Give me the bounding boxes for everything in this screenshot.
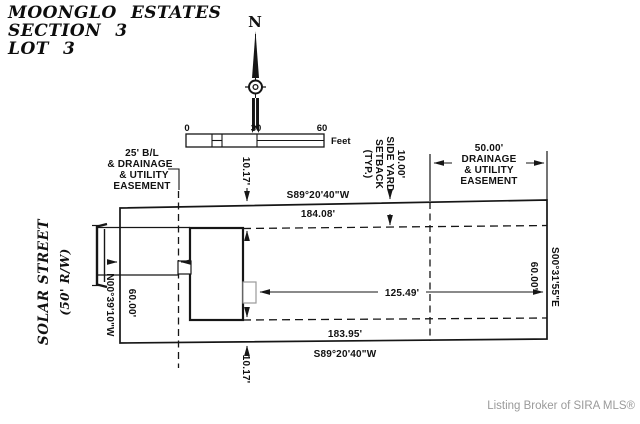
west-bearing-label: N00°39'10"W bbox=[104, 273, 115, 337]
driveway bbox=[96, 226, 191, 276]
north-arrow-icon: N bbox=[245, 13, 266, 133]
bl-line1: 25' B/L bbox=[125, 148, 159, 159]
rear-easement-line4: EASEMENT bbox=[460, 176, 517, 187]
front-offset-bottom-dim: 10.17' bbox=[240, 307, 251, 384]
scale-unit: Feet bbox=[331, 136, 351, 147]
north-distance-label: 184.08' bbox=[301, 209, 335, 220]
street-end-cap bbox=[92, 222, 108, 289]
bl-line4: EASEMENT bbox=[113, 181, 170, 192]
east-distance-label: 60.00' bbox=[528, 262, 539, 291]
north-label: N bbox=[248, 13, 262, 31]
house-to-rear-label: 125.49' bbox=[385, 288, 419, 299]
house-footprint bbox=[188, 226, 245, 322]
north-bearing-label: S89°20'40"W bbox=[287, 190, 350, 201]
east-bearing-label: S00°31'55"E bbox=[549, 247, 560, 307]
scale-tick-30: 30 bbox=[251, 123, 262, 134]
street-row-label: (50' R/W) bbox=[58, 248, 72, 315]
side-setback-line3: SETBACK bbox=[373, 139, 384, 189]
scale-bar: 0 30 60 Feet bbox=[184, 123, 351, 148]
front-offset-top-label: 10.17' bbox=[240, 157, 251, 186]
scale-tick-60: 60 bbox=[317, 123, 328, 134]
section-number: SECTION 3 bbox=[8, 21, 128, 41]
rear-easement-callout: 50.00' DRAINAGE & UTILITY EASEMENT bbox=[429, 143, 548, 201]
rear-easement-line2: DRAINAGE bbox=[462, 154, 517, 165]
rear-easement-line1: 50.00' bbox=[475, 143, 504, 154]
title-block: MOONGLO ESTATES SECTION 3 LOT 3 bbox=[8, 4, 221, 58]
street-name-label: SOLAR STREET bbox=[36, 219, 52, 346]
side-setback-callout: 10.00' SIDE YARD SETBACK (TYP.) bbox=[362, 136, 406, 226]
scale-tick-0: 0 bbox=[184, 123, 189, 134]
subdivision-name: MOONGLO ESTATES bbox=[8, 3, 222, 23]
side-setback-line4: (TYP.) bbox=[362, 150, 373, 179]
west-distance-label: 60.00' bbox=[126, 289, 137, 318]
compass-needle bbox=[252, 31, 259, 78]
side-setback-line2: SIDE YARD bbox=[384, 136, 395, 191]
side-setback-line1: 10.00' bbox=[395, 150, 406, 179]
lot-boundary bbox=[119, 199, 548, 344]
south-bearing-label: S89°20'40"W bbox=[314, 349, 377, 360]
stoop bbox=[177, 260, 192, 275]
building-line-callout: 25' B/L & DRAINAGE & UTILITY EASEMENT bbox=[107, 148, 180, 192]
bl-line2: & DRAINAGE bbox=[107, 159, 172, 170]
bl-line3: & UTILITY bbox=[119, 170, 169, 181]
porch bbox=[242, 281, 257, 304]
house-to-rear-dim: 125.49' bbox=[259, 288, 544, 299]
side-setback-line-south bbox=[242, 317, 548, 321]
front-offset-bottom-label: 10.17' bbox=[240, 355, 251, 384]
south-distance-label: 183.95' bbox=[328, 329, 362, 340]
front-offset-top-dim: 10.17' bbox=[240, 157, 251, 241]
side-setback-line-north bbox=[242, 224, 548, 230]
listing-credit: Listing Broker of SIRA MLS® bbox=[487, 400, 635, 412]
lot-number: LOT 3 bbox=[8, 39, 76, 59]
rear-easement-line3: & UTILITY bbox=[464, 165, 514, 176]
